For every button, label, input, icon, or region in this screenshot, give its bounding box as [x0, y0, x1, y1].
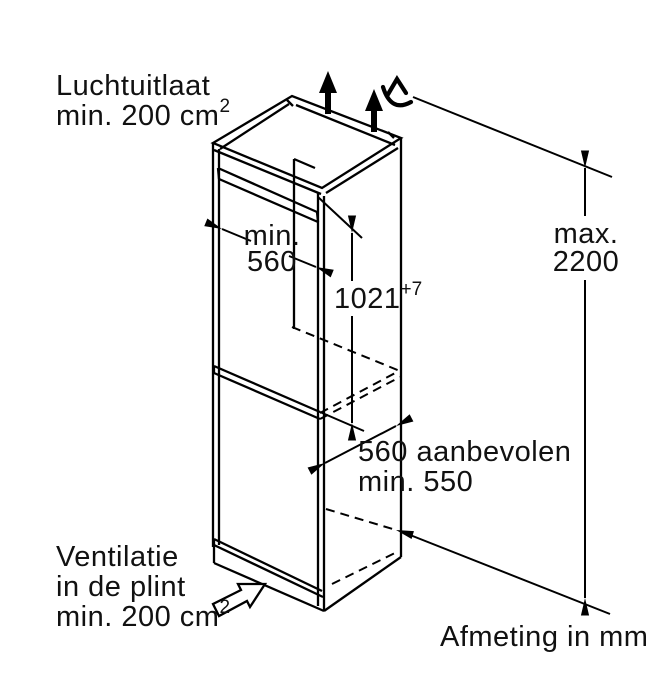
- plinth-vent-label: Ventilatie in de plint min. 200 cm2: [56, 542, 230, 632]
- plinth-airflow-arrow-icon: [211, 582, 268, 618]
- dim-max-height: [404, 96, 613, 616]
- units-label: Afmeting in mm: [440, 622, 648, 652]
- dim-depth: [307, 414, 414, 475]
- plinth-vent-label-line2: in de plint: [56, 571, 186, 603]
- depth-label-line2: min. 550: [358, 466, 474, 498]
- air-outlet-label-line2: min. 200 cm: [56, 100, 220, 132]
- niche-height-value: 1021: [334, 283, 401, 315]
- niche-height-tolerance: +7: [400, 279, 423, 301]
- max-height-label-line1: max.: [553, 218, 619, 250]
- air-outlet-label-line1: Luchtuitlaat: [56, 70, 211, 102]
- max-height-label-line2: 2200: [552, 246, 620, 278]
- air-outlet-arrows-icon: [319, 71, 383, 132]
- cabinet-outline: [210, 94, 404, 613]
- depth-label-line1: 560 aanbevolen: [358, 436, 572, 468]
- air-outlet-label: Luchtuitlaat min. 200 cm2: [56, 71, 230, 131]
- plinth-vent-label-line3: min. 200 cm: [56, 601, 220, 633]
- plinth-vent-label-sup: 2: [219, 597, 231, 619]
- niche-width-label-line2: 560: [247, 246, 297, 278]
- air-outlet-label-sup: 2: [219, 96, 231, 118]
- niche-height-label: 1021+7: [334, 280, 422, 315]
- air-swirl-icon: [380, 74, 414, 108]
- max-height-label: max. 2200: [543, 218, 629, 278]
- niche-width-label: min. 560: [226, 220, 318, 278]
- dim-niche-width: [204, 218, 334, 278]
- units-label-text: Afmeting in mm: [440, 621, 649, 653]
- niche-width-label-line1: min.: [243, 220, 301, 252]
- depth-label: 560 aanbevolen min. 550: [358, 437, 571, 497]
- plinth-vent-label-line1: Ventilatie: [56, 541, 179, 573]
- hidden-edges: [291, 326, 414, 585]
